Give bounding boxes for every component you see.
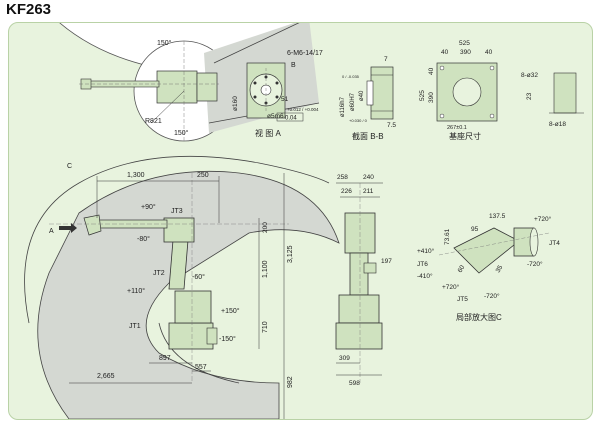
side-dim-2665: 2,665 [97,373,115,380]
front-dim-197: 197 [381,258,392,265]
base-w390: 390 [460,49,471,56]
base-h390: 390 [428,92,435,103]
side-jt1: JT1 [129,323,141,330]
view-a-tol-fit: +0.012 / +0.004 [287,107,319,112]
section-bb-dim-75: 7.5 [387,122,396,129]
side-ang-m60: -60° [192,273,205,281]
side-view-robot [49,173,289,383]
front-dim-240: 240 [363,174,374,181]
side-dim-897: 897 [159,355,171,362]
side-ang-p150: +150° [221,307,240,315]
detail-ang-m720a: -720° [527,260,543,268]
detail-ang-m410: -410° [417,272,433,280]
section-bb-dim-h7b: ø60H7 [350,92,356,111]
side-dim-200: 200 [262,222,269,233]
section-bb-dim-h7: ø116h7 [340,96,346,117]
side-dim-1300: 1,300 [127,172,145,179]
base-d23: 23 [526,92,533,100]
detail-dim-95: 95 [471,226,479,233]
side-dim-557: 557 [195,364,207,371]
detail-dim-35: 35 [495,264,505,274]
section-bb-dim-7: 7 [384,56,388,63]
view-a-flange [246,62,286,119]
side-dim-3125: 3,125 [287,245,294,263]
section-bb-tol-h7: 0 / -0.035 [342,74,360,79]
side-dimension-lines [69,173,285,419]
base-w40a: 40 [441,49,449,56]
detail-caption: 局部放大图C [456,312,502,322]
side-dim-710: 710 [262,321,269,333]
view-a-dim-51: 51 [281,96,289,103]
top-angle-upper: 150° [157,39,172,47]
base-w525: 525 [459,40,470,47]
side-ang-m80: -80° [137,235,150,243]
detail-dim-60: 60 [457,264,467,274]
section-bb-caption: 截面 B-B [352,131,384,141]
detail-dim-1375: 137.5 [489,213,506,220]
front-dim-258: 258 [337,174,348,181]
side-dim-982: 982 [287,376,294,388]
side-ang-p90: +90° [141,203,156,211]
detail-ang-p410: +410° [417,247,435,255]
front-dim-211: 211 [363,188,374,195]
base-caption: 基座尺寸 [449,131,481,141]
base-plate [436,62,584,122]
detail-ang-m720b: -720° [484,292,500,300]
view-a-flatness: 0.04 [285,116,297,122]
base-w40b: 40 [485,49,493,56]
view-a-caption: 视 图 A [255,128,281,138]
model-title: KF263 [6,1,52,18]
side-jt2: JT2 [153,270,165,277]
section-bb [366,66,394,120]
front-dimension-lines [336,182,383,376]
side-label-c: C [67,163,72,170]
view-a-dia-fit: ø5m6 [267,113,284,120]
front-dim-226: 226 [341,188,352,195]
detail-ang-p720a: +720° [534,215,552,223]
detail-jt4: JT4 [549,240,560,247]
base-d18: 8-ø18 [549,121,566,128]
front-view-robot [335,183,383,383]
front-dim-598: 598 [349,380,360,387]
view-a-thread: 6-M6-14/17 [287,50,323,57]
section-bb-dim-40: ø40 [359,90,365,101]
top-view-robot [79,41,219,141]
side-dim-1100: 1,100 [262,260,269,278]
side-dim-250: 250 [197,172,209,179]
side-jt3: JT3 [171,208,183,215]
detail-dim-7361: 73.61 [444,228,451,245]
base-d32: 8-ø32 [521,72,538,79]
drawing-panel: 150° 150° R821 6-M6-14/17 B ø160 ø5m6 +0… [8,22,593,420]
front-dim-309: 309 [339,355,350,362]
view-a-section-mark: B [291,62,296,69]
section-bb-tol-h7b: +0.030 / 0 [349,118,368,123]
side-label-a: A [49,228,54,235]
view-a-dia-main: ø160 [232,96,239,111]
detail-jt5: JT5 [457,296,468,303]
base-h525: 525 [419,90,426,101]
base-h40: 40 [428,67,435,75]
top-angle-lower: 150° [174,129,189,137]
detail-jt6: JT6 [417,261,428,268]
detail-c-wrist [438,227,550,274]
top-radius: R821 [145,118,162,125]
side-ang-p110: +110° [127,287,145,295]
technical-drawing: 150° 150° R821 6-M6-14/17 B ø160 ø5m6 +0… [24,23,584,419]
side-ang-m150: -150° [219,335,236,343]
base-tol: 267±0.1 [447,125,467,131]
detail-ang-p720b: +720° [442,283,460,291]
